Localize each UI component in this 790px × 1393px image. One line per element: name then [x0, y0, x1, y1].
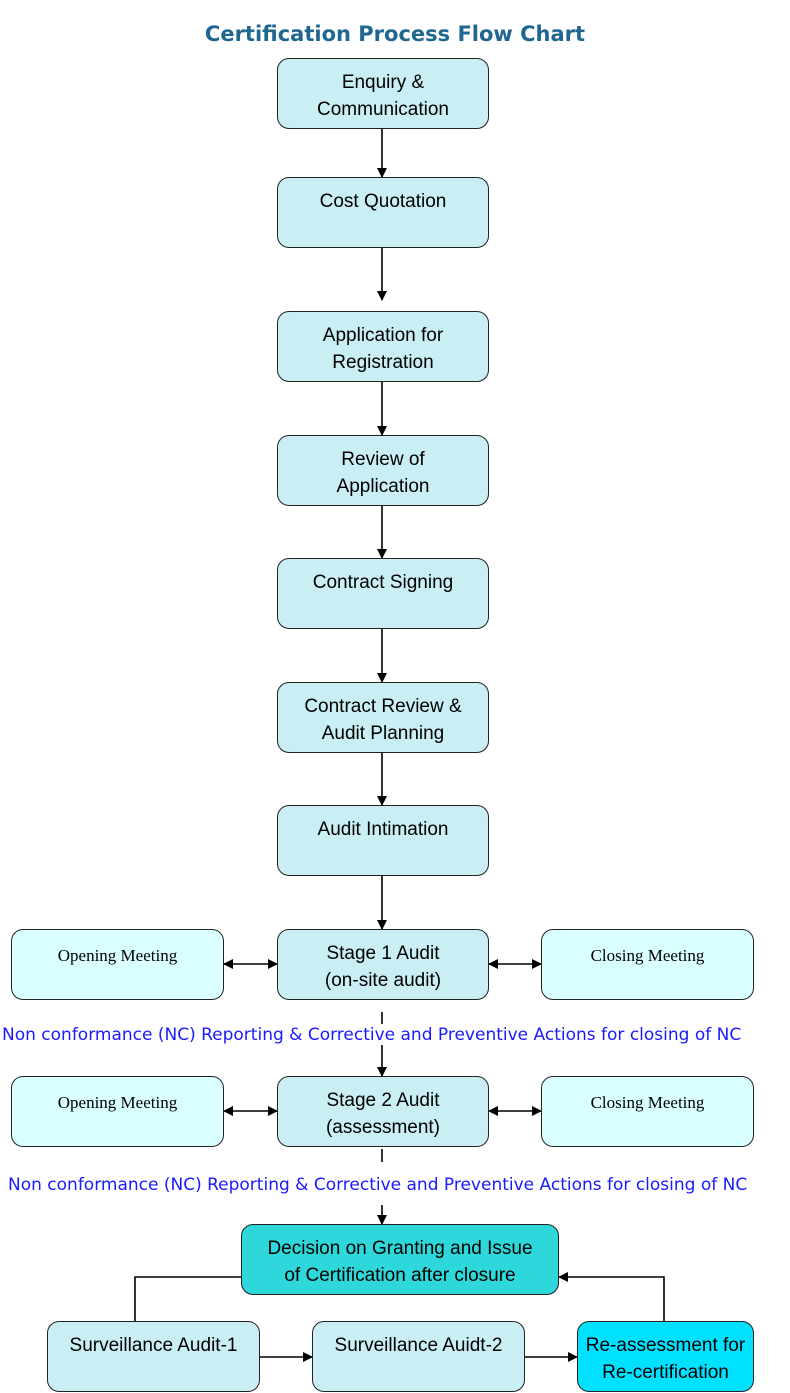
- stage2-opening-meeting: Opening Meeting: [11, 1076, 224, 1147]
- stage2-closing-meeting: Closing Meeting: [541, 1076, 754, 1147]
- nc-note-after-stage1: Non conformance (NC) Reporting & Correct…: [2, 1025, 742, 1045]
- step-cost-quotation: Cost Quotation: [277, 177, 489, 248]
- step-surveillance-audit-2: Surveillance Auidt-2: [312, 1321, 525, 1392]
- nc-note-after-stage2: Non conformance (NC) Reporting & Correct…: [8, 1175, 748, 1195]
- step-contract-signing: Contract Signing: [277, 558, 489, 629]
- step-surveillance-audit-1: Surveillance Audit-1: [47, 1321, 260, 1392]
- stage1-opening-meeting: Opening Meeting: [11, 929, 224, 1000]
- step-enquiry-communication: Enquiry & Communication: [277, 58, 489, 129]
- step-application-for-registration: Application for Registration: [277, 311, 489, 382]
- arrow-recertification-to-decision: [558, 1272, 665, 1321]
- step-audit-intimation: Audit Intimation: [277, 805, 489, 876]
- chart-title: Certification Process Flow Chart: [204, 22, 586, 46]
- step-contract-review-audit-planning: Contract Review & Audit Planning: [277, 682, 489, 753]
- step-certification-decision: Decision on Granting and Issue of Certif…: [241, 1224, 559, 1295]
- step-stage1-audit: Stage 1 Audit (on-site audit): [277, 929, 489, 1000]
- step-stage2-audit: Stage 2 Audit (assessment): [277, 1076, 489, 1147]
- stage1-closing-meeting: Closing Meeting: [541, 929, 754, 1000]
- step-review-of-application: Review of Application: [277, 435, 489, 506]
- line-surveillance1-to-decision: [134, 1276, 241, 1321]
- step-re-certification: Re-assessment for Re-certification: [577, 1321, 754, 1392]
